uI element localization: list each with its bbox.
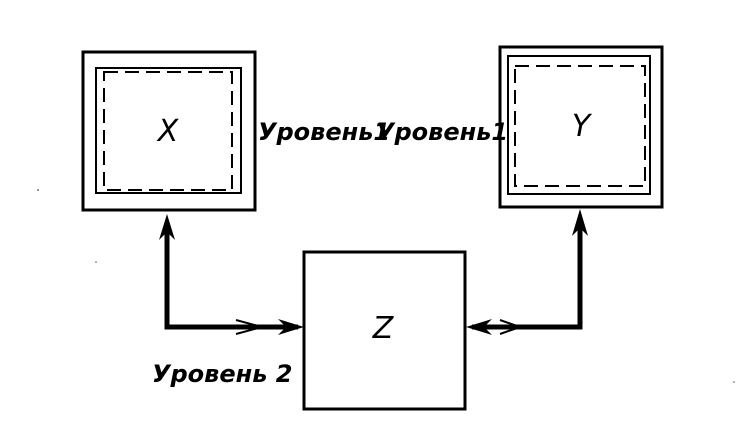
node-x-outer-frame [81, 50, 257, 212]
arrow-to-z-icon [278, 319, 304, 335]
scan-speck [733, 381, 735, 383]
node-x-dashed-frame [103, 71, 233, 191]
edge-x-z [159, 214, 304, 335]
node-z-frame [302, 250, 467, 411]
scan-speck [95, 261, 97, 263]
level1-left-label: Уровень1 [258, 118, 390, 146]
node-y-label: Y [572, 109, 593, 144]
edge-x-z-line [164, 226, 298, 330]
node-y-dashed-frame [514, 65, 646, 187]
node-x-label: X [156, 114, 180, 149]
level2-label: Уровень 2 [152, 360, 292, 388]
arrow-to-z-from-y-barb-2 [499, 326, 521, 335]
arrow-to-z-barb-2 [235, 326, 263, 335]
node-y-outer-frame [498, 45, 664, 209]
node-y-inner-frame [507, 55, 651, 195]
arrow-to-z-barb [235, 319, 263, 328]
edge-y-z [466, 209, 588, 335]
node-x: X [81, 50, 257, 212]
arrow-to-y-icon [572, 209, 588, 236]
node-y: Y [498, 45, 664, 209]
edge-y-z-line [472, 222, 583, 330]
node-z: Z [302, 250, 467, 411]
node-x-inner-frame [95, 67, 242, 194]
arrow-to-x-icon [159, 214, 175, 240]
arrow-to-z-from-y-icon [466, 319, 492, 335]
scan-speck [37, 189, 39, 191]
arrow-to-z-from-y-barb [499, 319, 521, 328]
node-z-label: Z [372, 311, 395, 346]
level1-right-label: Уровень1 [376, 118, 508, 146]
